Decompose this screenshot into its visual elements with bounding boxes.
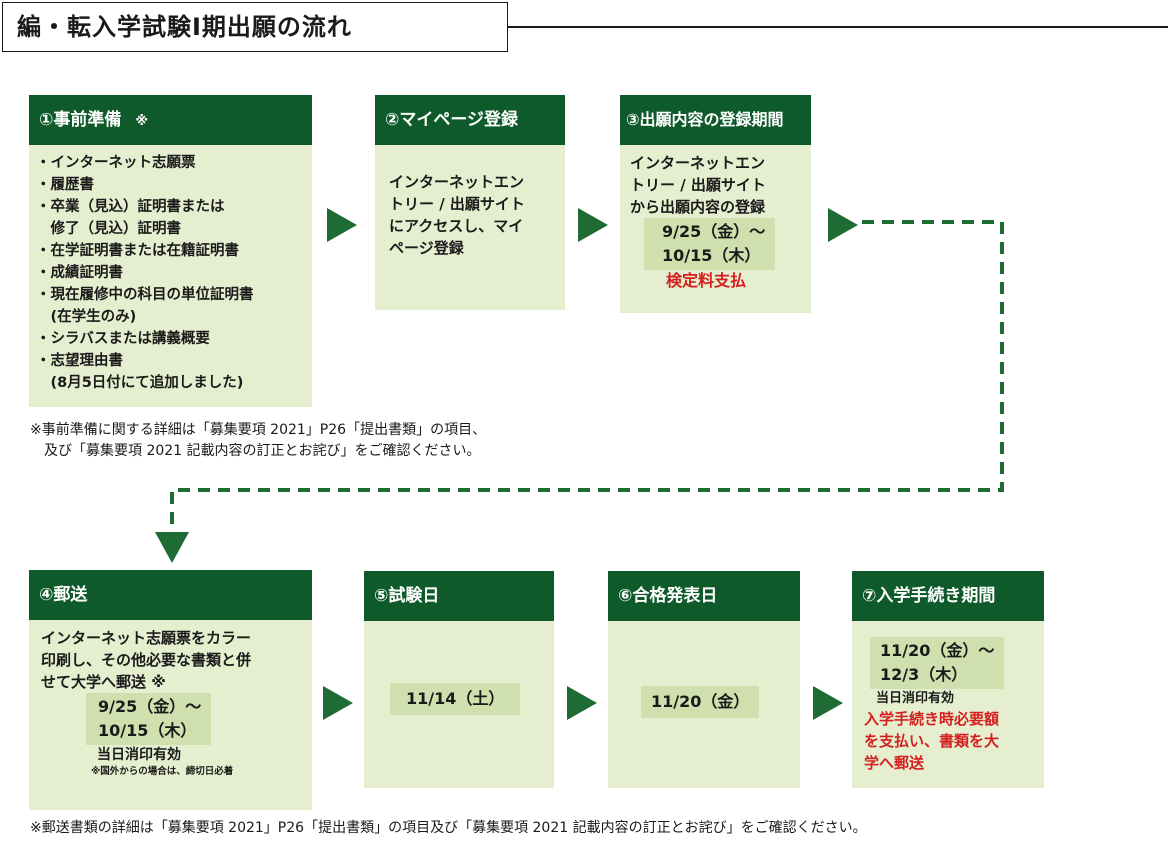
date-start: 9/25（金）～ bbox=[98, 697, 202, 716]
step-2-body: インターネットエン トリー / 出願サイト にアクセスし、マイ ページ登録 bbox=[375, 145, 565, 310]
date-start: 9/25（金）～ bbox=[662, 222, 766, 241]
down-arrow-icon bbox=[155, 532, 189, 563]
list-item: 修了（見込）証明書 bbox=[36, 221, 181, 237]
list-item: ・成績証明書 bbox=[36, 265, 123, 281]
step-4-mailing: ④郵送 インターネット志願票をカラー 印刷し、その他必要な書類と併 せて大学へ郵… bbox=[29, 570, 312, 810]
flow-arrow-icon bbox=[323, 686, 353, 720]
enrollment-date-range: 11/20（金）～ 12/3（木） bbox=[870, 637, 1005, 689]
step-5-body: 11/14（土） bbox=[364, 621, 554, 788]
preparation-note-line1: ※事前準備に関する詳細は「募集要項 2021」P26「提出書類」の項目、 bbox=[30, 422, 487, 438]
step-4-line: インターネット志願票をカラー bbox=[41, 629, 252, 647]
list-item: ・在学証明書または在籍証明書 bbox=[36, 243, 239, 259]
step-3-application-period: ③出願内容の登録期間 インターネットエン トリー / 出願サイト から出願内容の… bbox=[620, 95, 811, 313]
list-item: ・インターネット志願票 bbox=[36, 155, 196, 171]
list-item: (8月5日付にて追加しました) bbox=[36, 375, 244, 391]
step-5-exam-date: ⑤試験日 11/14（土） bbox=[364, 571, 554, 788]
title-rule bbox=[508, 26, 1168, 28]
mailing-date-range: 9/25（金）～ 10/15（木） bbox=[86, 693, 212, 745]
step-3-line: から出願内容の登録 bbox=[630, 198, 766, 216]
step-3-heading: ③出願内容の登録期間 bbox=[620, 95, 811, 145]
flow-arrow-icon bbox=[578, 208, 608, 242]
list-item: ・志望理由書 bbox=[36, 353, 123, 369]
step-1-body: ・インターネット志願票 ・履歴書 ・卒業（見込）証明書または 修了（見込）証明書… bbox=[29, 145, 312, 407]
step-4-line: 印刷し、その他必要な書類と併 bbox=[41, 651, 252, 669]
step-6-heading: ⑥合格発表日 bbox=[608, 571, 800, 621]
step-7-enrollment-period: ⑦入学手続き期間 11/20（金）～ 12/3（木） 当日消印有効 入学手続き時… bbox=[852, 571, 1044, 788]
step-3-line: インターネットエン bbox=[630, 154, 766, 172]
step-4-heading: ④郵送 bbox=[29, 570, 312, 620]
date-end: 10/15（木） bbox=[98, 721, 197, 740]
enrollment-instruction-line: 学へ郵送 bbox=[864, 754, 925, 772]
date-end: 12/3（木） bbox=[880, 665, 968, 684]
step-7-heading: ⑦入学手続き期間 bbox=[852, 571, 1044, 621]
flow-arrow-icon bbox=[828, 208, 858, 242]
list-item: (在学生のみ) bbox=[36, 309, 137, 325]
enrollment-instruction-line: 入学手続き時必要額 bbox=[864, 710, 1000, 728]
step-2-mypage: ②マイページ登録 インターネットエン トリー / 出願サイト にアクセスし、マイ… bbox=[375, 95, 565, 310]
step-4-body: インターネット志願票をカラー 印刷し、その他必要な書類と併 せて大学へ郵送 ※ … bbox=[29, 620, 312, 810]
list-item: ・卒業（見込）証明書または bbox=[36, 199, 225, 215]
exam-date: 11/14（土） bbox=[390, 683, 521, 715]
step-4-line: せて大学へ郵送 ※ bbox=[41, 673, 166, 691]
flow-arrow-icon bbox=[813, 686, 843, 720]
result-date: 11/20（金） bbox=[641, 686, 760, 718]
step-1-preparation: ①事前準備 ※ ・インターネット志願票 ・履歴書 ・卒業（見込）証明書または 修… bbox=[29, 95, 312, 407]
step-1-heading: ①事前準備 ※ bbox=[29, 95, 312, 145]
application-date-range: 9/25（金）～ 10/15（木） bbox=[644, 218, 776, 270]
required-documents-list: ・インターネット志願票 ・履歴書 ・卒業（見込）証明書または 修了（見込）証明書… bbox=[36, 152, 312, 394]
step-1-mark: ※ bbox=[135, 114, 148, 129]
enrollment-instruction-line: を支払い、書類を大 bbox=[864, 732, 1000, 750]
step-2-line: にアクセスし、マイ bbox=[389, 217, 524, 235]
flow-arrow-icon bbox=[327, 208, 357, 242]
step-7-body: 11/20（金）～ 12/3（木） 当日消印有効 入学手続き時必要額 を支払い、… bbox=[852, 621, 1044, 788]
step-6-body: 11/20（金） bbox=[608, 621, 800, 788]
step-1-title: ①事前準備 bbox=[39, 110, 122, 130]
step-2-heading: ②マイページ登録 bbox=[375, 95, 565, 145]
postmark-valid-label: 当日消印有効 bbox=[876, 691, 955, 706]
date-end: 10/15（木） bbox=[662, 246, 761, 265]
postmark-valid-label: 当日消印有効 bbox=[97, 747, 181, 763]
step-3-line: トリー / 出願サイト bbox=[630, 176, 766, 194]
date-start: 11/20（金）～ bbox=[880, 641, 995, 660]
preparation-note-line2: 及び「募集要項 2021 記載内容の訂正とお詫び」をご確認ください。 bbox=[30, 443, 481, 459]
list-item: ・現在履修中の科目の単位証明書 bbox=[36, 287, 254, 303]
mailing-note: ※郵送書類の詳細は「募集要項 2021」P26「提出書類」の項目及び「募集要項 … bbox=[30, 820, 867, 836]
step-2-line: インターネットエン bbox=[389, 173, 525, 191]
list-item: ・シラバスまたは講義概要 bbox=[36, 331, 210, 347]
overseas-deadline-note: ※国外からの場合は、締切日必着 bbox=[91, 766, 234, 777]
list-item: ・履歴書 bbox=[36, 177, 94, 193]
page-title: 編・転入学試験Ⅰ期出願の流れ bbox=[2, 2, 508, 52]
step-2-line: ページ登録 bbox=[389, 239, 464, 257]
step-6-result-announcement: ⑥合格発表日 11/20（金） bbox=[608, 571, 800, 788]
flow-arrow-icon bbox=[567, 686, 597, 720]
fee-payment-label: 検定料支払 bbox=[666, 271, 747, 290]
step-3-body: インターネットエン トリー / 出願サイト から出願内容の登録 9/25（金）～… bbox=[620, 145, 811, 313]
step-2-line: トリー / 出願サイト bbox=[389, 195, 525, 213]
step-5-heading: ⑤試験日 bbox=[364, 571, 554, 621]
